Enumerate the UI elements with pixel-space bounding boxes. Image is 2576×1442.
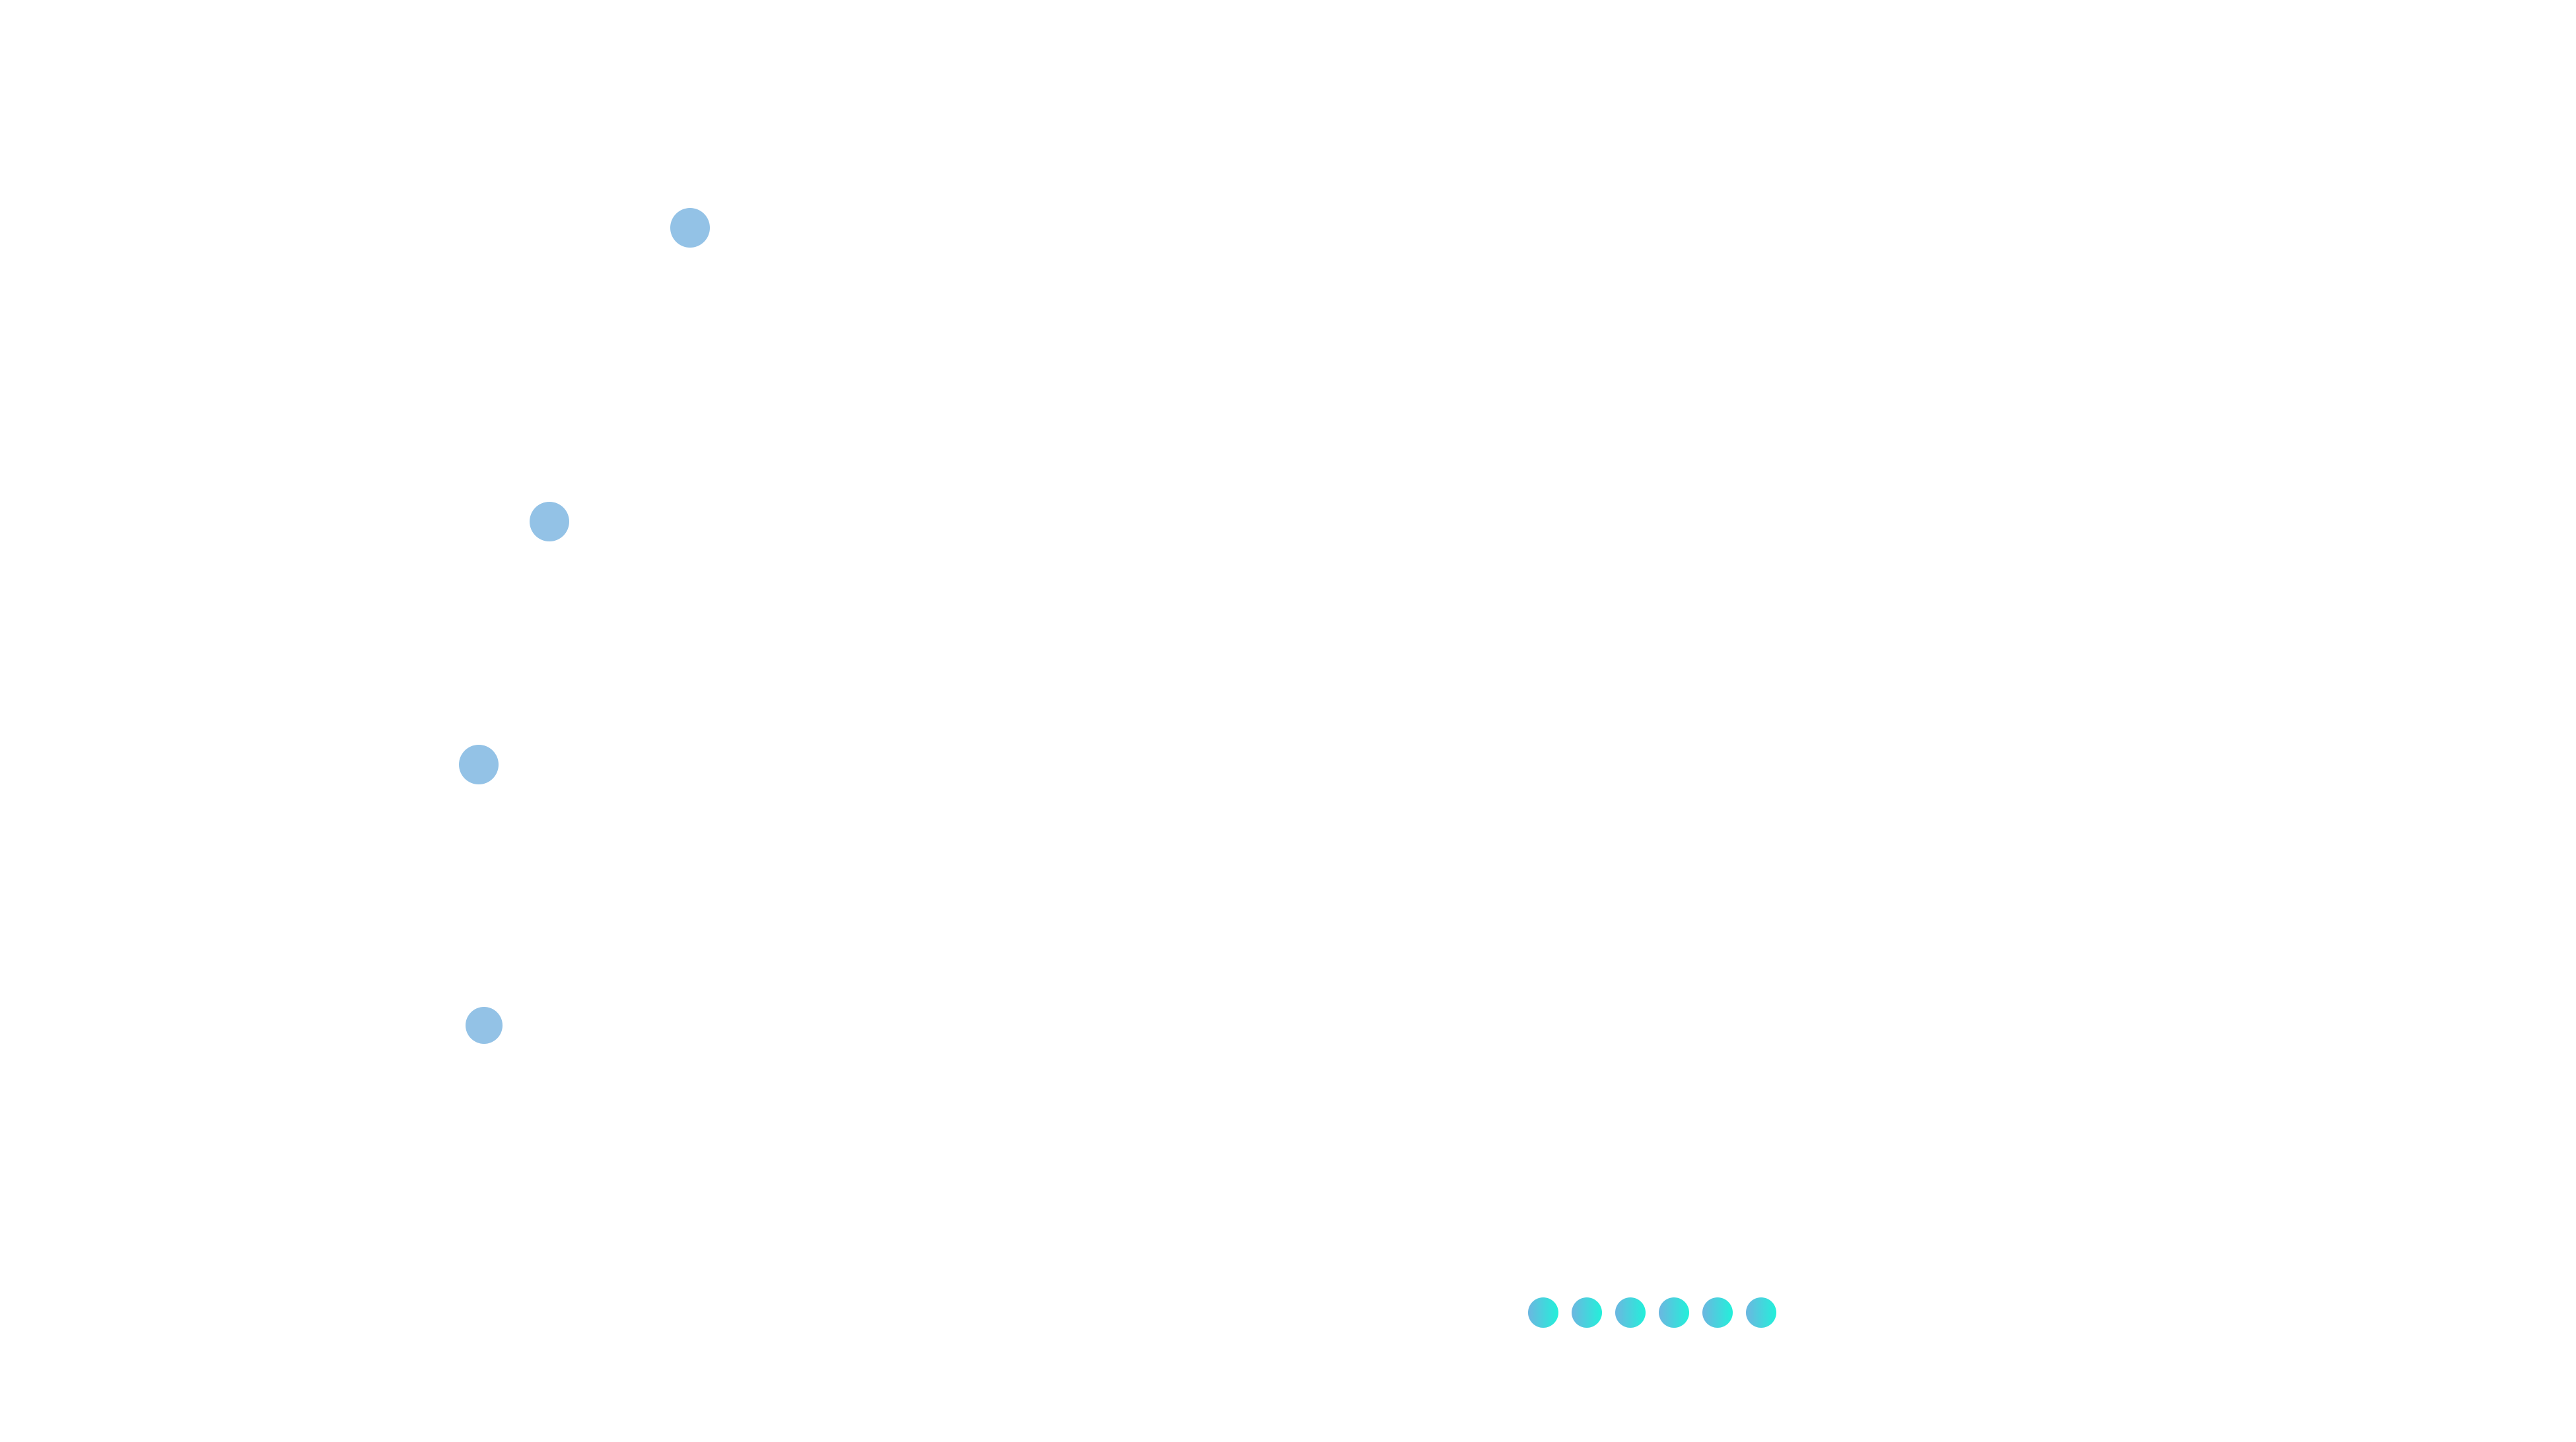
decorative-dot — [459, 745, 499, 784]
decorative-dot — [530, 502, 569, 541]
loading-dot — [1572, 1297, 1602, 1328]
loading-dot — [1528, 1297, 1558, 1328]
decorative-dot — [466, 1007, 503, 1044]
decorative-dot — [670, 208, 710, 248]
loading-dot — [1702, 1297, 1733, 1328]
loading-indicator — [1528, 1297, 1776, 1328]
loading-dot — [1746, 1297, 1776, 1328]
loading-dot — [1615, 1297, 1646, 1328]
loading-dot — [1659, 1297, 1689, 1328]
